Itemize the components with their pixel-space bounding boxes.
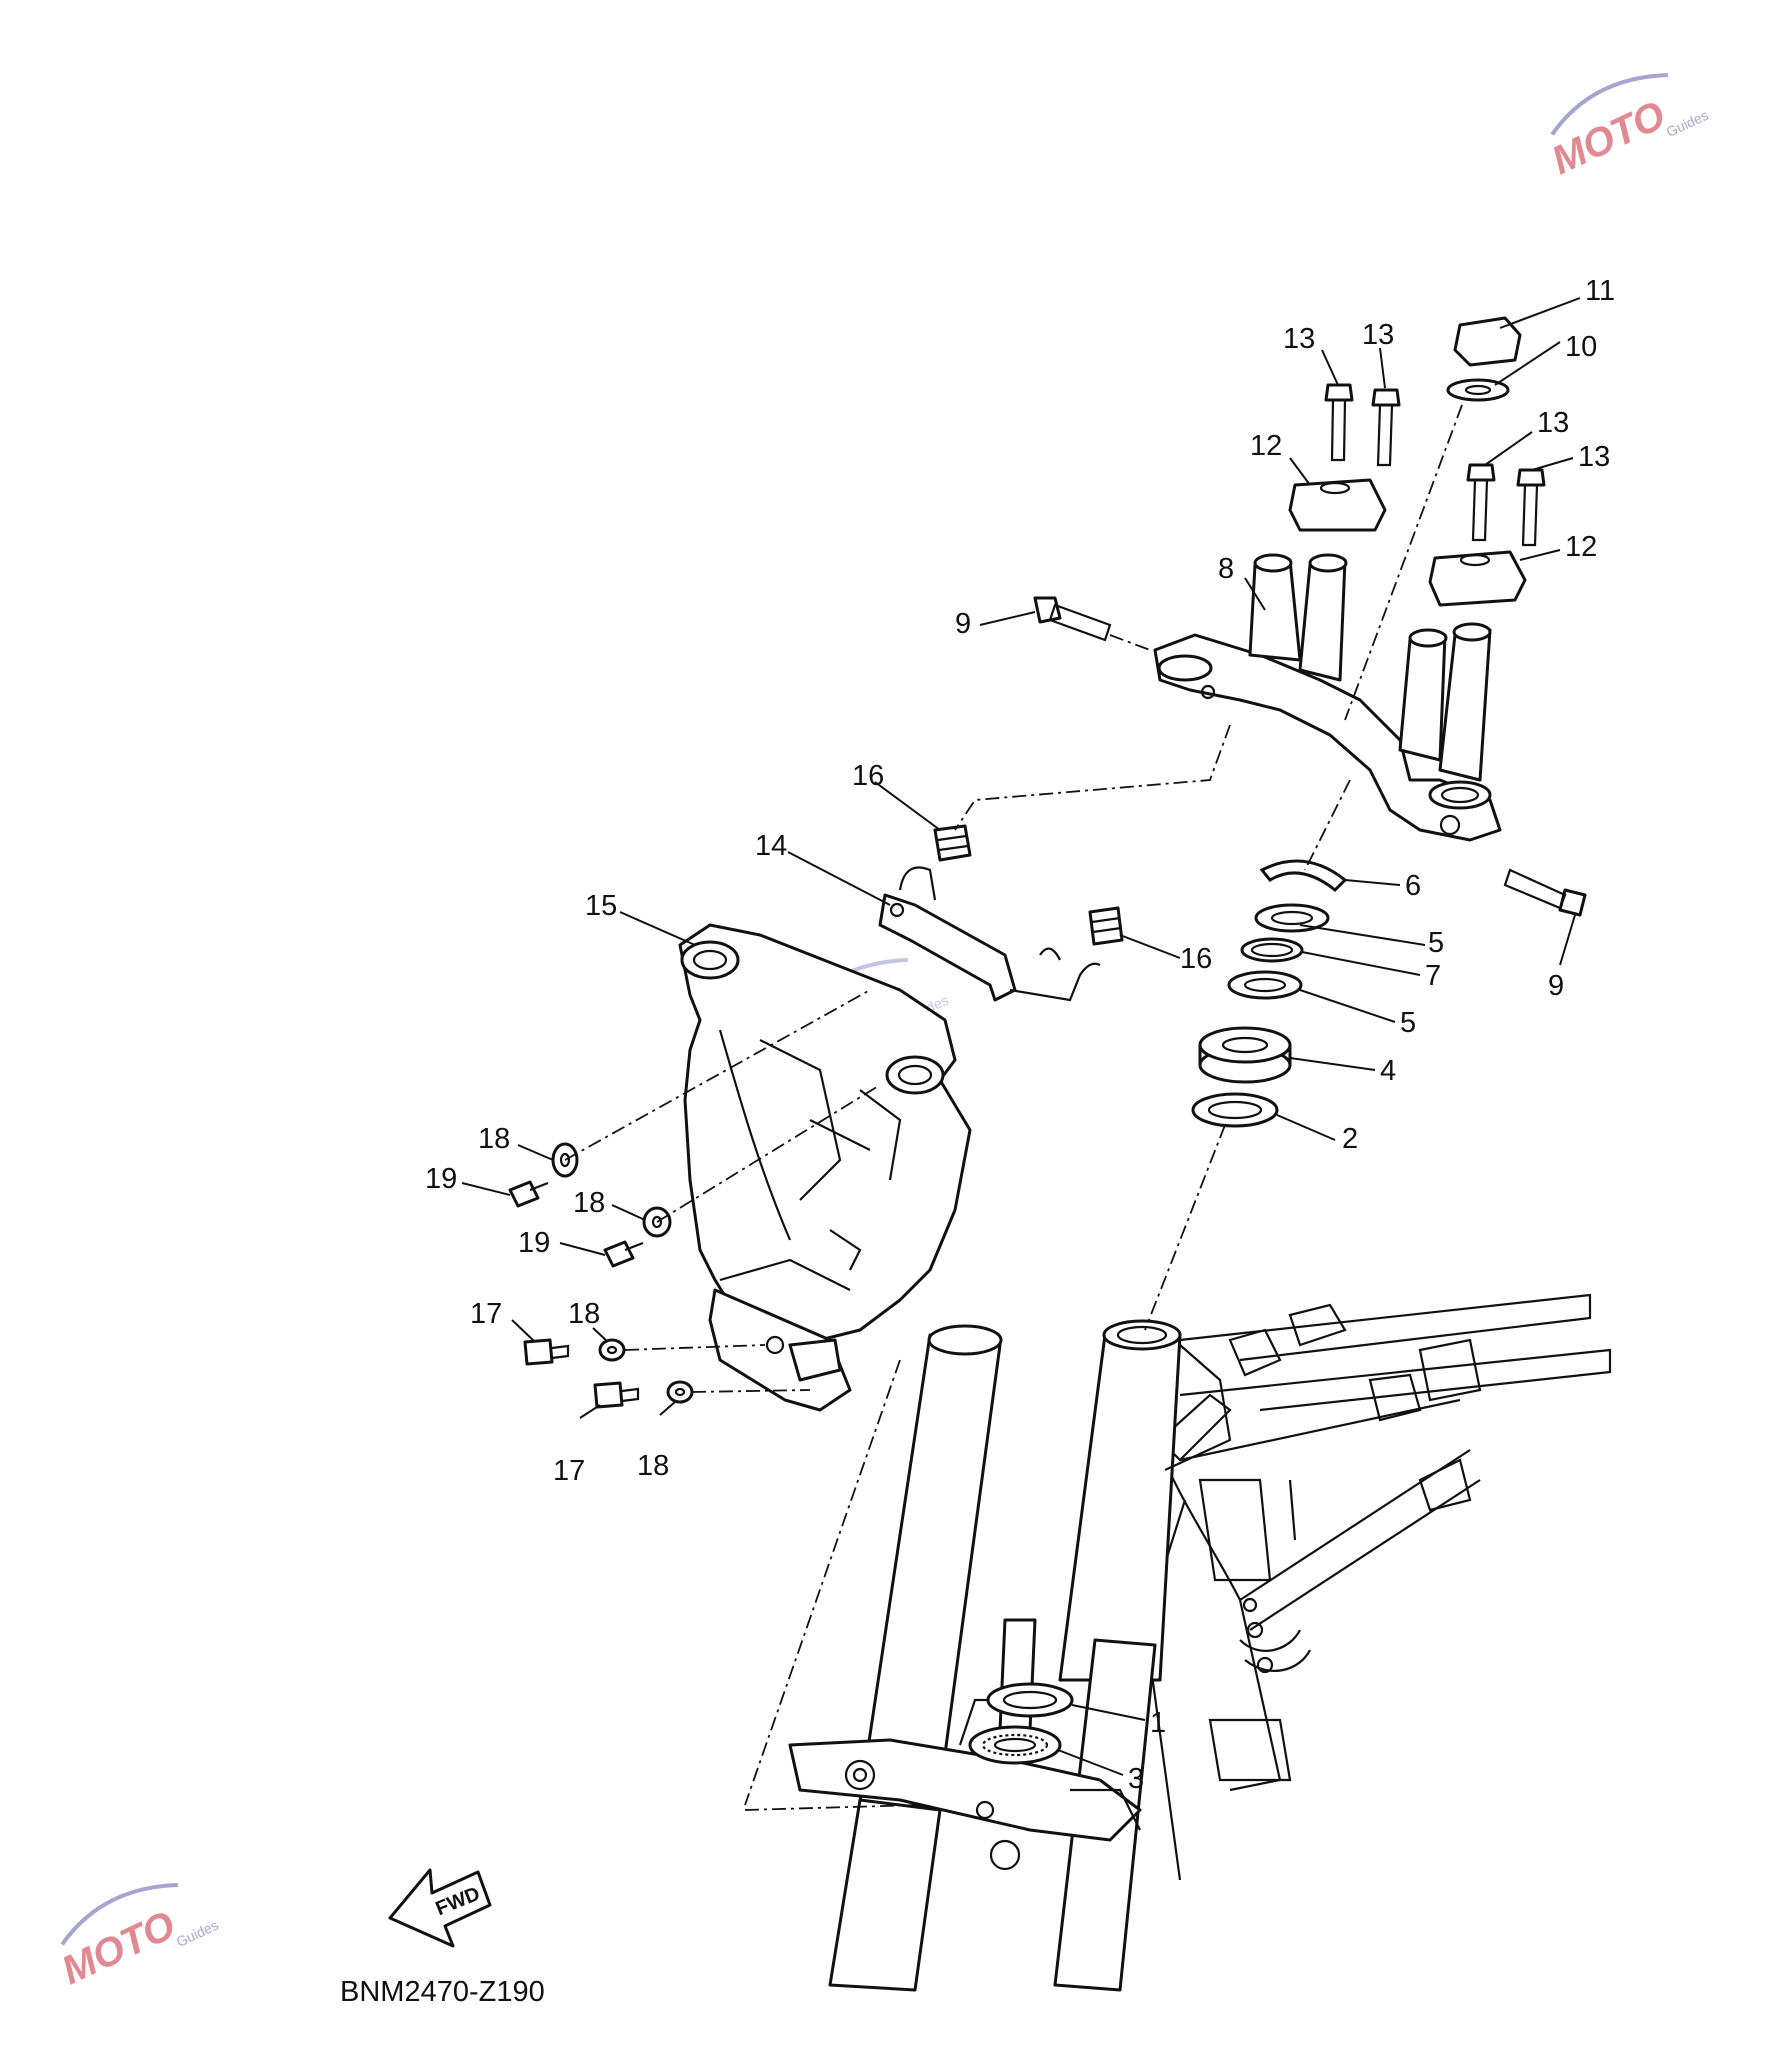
callout-4: 4: [1380, 1055, 1396, 1087]
callout-3: 3: [1128, 1763, 1144, 1795]
assembly-lines: [564, 404, 1463, 1811]
callout-9: 9: [955, 608, 971, 640]
svg-text:Guides: Guides: [1664, 107, 1711, 140]
callout-18: 18: [568, 1298, 600, 1330]
part-14-bracket: [878, 866, 1101, 1002]
part-16-grommet-upper: [933, 824, 972, 862]
callout-13: 13: [1578, 441, 1610, 473]
part-2-bearing-race: [1191, 1092, 1279, 1128]
part-3-bearing: [968, 1725, 1062, 1765]
callout-5: 5: [1400, 1007, 1416, 1039]
part-10-washer: [1446, 378, 1510, 402]
part-8-upper-bracket: [1153, 553, 1502, 842]
callout-13: 13: [1537, 407, 1569, 439]
part-12-holder-left: [1288, 478, 1387, 532]
callout-16: 16: [1180, 943, 1212, 975]
part-9-bolt-right: [1503, 868, 1587, 917]
diagram-code: BNM2470-Z190: [340, 1976, 545, 2008]
callout-5: 5: [1428, 927, 1444, 959]
callout-17: 17: [470, 1298, 502, 1330]
callout-11: 11: [1585, 275, 1615, 307]
part-4-bearing: [1198, 1026, 1292, 1084]
part-13-bolts: [1324, 383, 1546, 547]
callout-15: 15: [585, 890, 617, 922]
part-18-washer-c: [598, 1338, 626, 1362]
fwd-arrow-icon: FWD: [388, 1868, 492, 1948]
head-pipe: [1058, 1319, 1282, 1682]
part-17-bolt-b: [593, 1381, 640, 1409]
callout-14: 14: [755, 830, 787, 862]
callout-18: 18: [637, 1450, 669, 1482]
callout-10: 10: [1565, 331, 1597, 363]
callout-6: 6: [1405, 870, 1421, 902]
part-7-washer: [1240, 937, 1304, 963]
callout-2: 2: [1342, 1123, 1358, 1155]
callout-12: 12: [1250, 430, 1282, 462]
part-17-bolt-a: [523, 1338, 570, 1366]
callout-16: 16: [852, 760, 884, 792]
part-6-ring-nut: [1259, 859, 1348, 893]
part-5-washer-lower: [1227, 970, 1303, 1000]
svg-text:MOTO: MOTO: [55, 1903, 182, 1993]
callout-13: 13: [1283, 323, 1315, 355]
callout-12: 12: [1565, 531, 1597, 563]
callout-18: 18: [573, 1187, 605, 1219]
callout-19: 19: [518, 1227, 550, 1259]
callout-18: 18: [478, 1123, 510, 1155]
part-11-nut: [1453, 316, 1522, 367]
svg-text:MOTO: MOTO: [1545, 93, 1672, 183]
leader-lines: [461, 297, 1581, 1776]
callout-1: 1: [1150, 1707, 1166, 1739]
callout-8: 8: [1218, 553, 1234, 585]
lower-bracket: [788, 1698, 1142, 1871]
callout-labels: 11 10 13 13 13 13 12 12 8 9 9 16 16 14 1…: [425, 275, 1615, 1795]
watermark-logo-top: MOTO Guides: [1545, 73, 1711, 183]
part-12-holder-right: [1428, 550, 1527, 607]
callout-17: 17: [553, 1455, 585, 1487]
fork-left: [828, 1324, 1003, 1992]
callout-13: 13: [1362, 319, 1394, 351]
part-1-seal: [986, 1682, 1074, 1718]
part-19-bolt-b: [603, 1240, 644, 1268]
callout-19: 19: [425, 1163, 457, 1195]
part-18-washer-d: [666, 1380, 694, 1404]
part-5-washer-upper: [1254, 903, 1330, 933]
callout-9: 9: [1548, 970, 1564, 1002]
watermark-logo-bottom: MOTO Guides: [55, 1883, 221, 1993]
svg-text:Guides: Guides: [174, 1917, 221, 1950]
part-15-headlight-bracket: [678, 923, 972, 1412]
callout-7: 7: [1425, 960, 1441, 992]
part-16-grommet-lower: [1088, 906, 1124, 946]
part-9-bolt-left: [1033, 596, 1112, 642]
part-19-bolt-a: [508, 1180, 549, 1208]
